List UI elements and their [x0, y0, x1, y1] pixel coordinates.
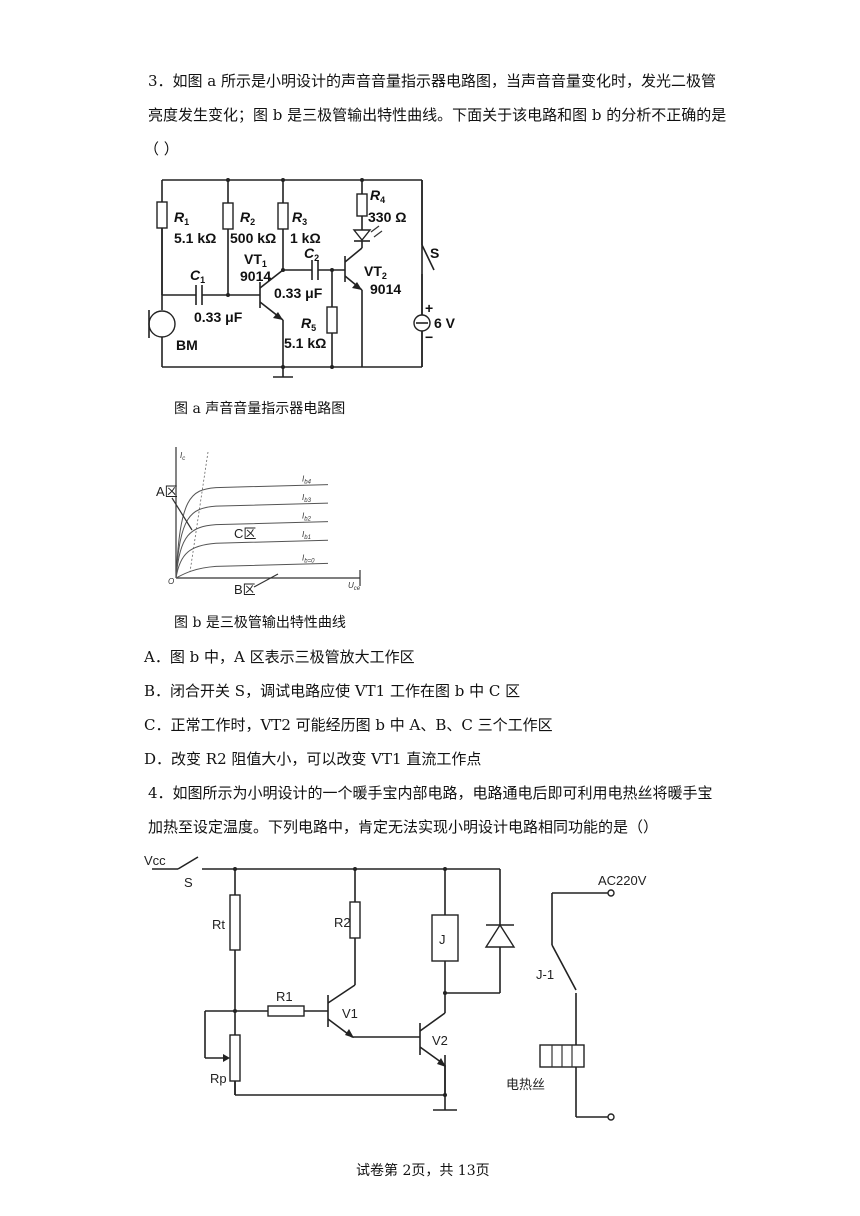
r2-label: R2 — [240, 209, 255, 227]
option-a[interactable]: A．图 b 中，A 区表示三极管放大工作区 — [144, 648, 415, 666]
curve-label-3: Ib1 — [302, 530, 311, 541]
curve-ib-4 — [175, 562, 329, 579]
curve-ib-1 — [175, 502, 329, 579]
r5-label: R5 — [301, 315, 316, 333]
c1-value: 0.33 μF — [194, 309, 243, 325]
heater-label: 电热丝 — [506, 1077, 545, 1092]
c2-label: C2 — [304, 245, 319, 263]
contact-j1-label: J-1 — [536, 967, 554, 982]
q3-line3: （ ） — [144, 140, 179, 158]
curve-label-4: Ib=0 — [302, 553, 315, 564]
q3-line1: 3．如图 a 所示是小明设计的声音音量指示器电路图，当声音音量变化时，发光二极管 — [148, 72, 717, 90]
battery-label: 6 V — [434, 315, 456, 331]
q4-line1: 4．如图所示为小明设计的一个暖手宝内部电路，电路通电后即可利用电热丝将暖手宝 — [148, 784, 713, 802]
ac220v-label: AC220V — [598, 873, 647, 888]
vt1-label: VT1 — [244, 251, 267, 269]
fig-a-caption: 图 a 声音音量指示器电路图 — [174, 401, 346, 417]
vt2-model: 9014 — [370, 281, 401, 297]
region-c-label: C区 — [234, 526, 256, 541]
curve-label-0: Ib4 — [302, 475, 312, 486]
v2-label: V2 — [432, 1033, 448, 1048]
curve-ib-2 — [175, 521, 329, 579]
y-axis-label: Ic — [180, 451, 185, 462]
q3-line2: 亮度发生变化；图 b 是三极管输出特性曲线。下面关于该电路和图 b 的分析不正确… — [148, 106, 727, 124]
x-axis-label: Uce — [348, 581, 361, 592]
fig-b-caption: 图 b 是三极管输出特性曲线 — [174, 615, 346, 631]
curve-label-2: Ib2 — [302, 512, 312, 523]
origin-label: O — [168, 577, 174, 586]
vt2-label: VT2 — [364, 263, 387, 281]
region-b-label: B区 — [234, 582, 256, 597]
r2-value: 500 kΩ — [230, 230, 276, 246]
r4-label: R4 — [370, 187, 385, 205]
curve-ib-3 — [175, 539, 329, 579]
v1-label: V1 — [342, 1006, 358, 1021]
r1-label: R1 — [174, 209, 189, 227]
r3-label: R3 — [292, 209, 307, 227]
r4-value: 330 Ω — [368, 209, 406, 225]
relay-j-label: J — [439, 932, 446, 947]
curve-ib-0 — [175, 484, 329, 579]
option-c[interactable]: C．正常工作时，VT2 可能经历图 b 中 A、B、C 三个工作区 — [144, 716, 553, 734]
switch-s-label-4: S — [184, 875, 193, 890]
r3-value: 1 kΩ — [290, 230, 321, 246]
r1-value: 5.1 kΩ — [174, 230, 216, 246]
c1-label: C1 — [190, 267, 205, 285]
mic-label: BM — [176, 337, 198, 353]
figure-a-circuit: R1 5.1 kΩ R2 500 kΩ R3 1 kΩ R4 330 Ω R5 … — [148, 178, 456, 378]
r2-label-4: R2 — [334, 915, 351, 930]
figure-4-circuit: Vcc S Rt R2 R1 V1 V2 Rp J AC220V J-1 电热丝 — [144, 853, 647, 1121]
q4-line2: 加热至设定温度。下列电路中，肯定无法实现小明设计电路相同功能的是（） — [148, 818, 659, 836]
rt-label: Rt — [212, 917, 225, 932]
curve-label-1: Ib3 — [302, 493, 312, 504]
r1-label-4: R1 — [276, 989, 293, 1004]
option-d[interactable]: D．改变 R2 阻值大小，可以改变 VT1 直流工作点 — [144, 750, 482, 768]
page-footer: 试卷第 2页，共 13页 — [356, 1163, 490, 1179]
vt1-model: 9014 — [240, 268, 271, 284]
option-b[interactable]: B．闭合开关 S，调试电路应使 VT1 工作在图 b 中 C 区 — [144, 682, 521, 700]
battery-minus: − — [425, 329, 433, 345]
c2-value: 0.33 μF — [274, 285, 323, 301]
vcc-label: Vcc — [144, 853, 166, 868]
switch-s-label: S — [430, 245, 439, 261]
rp-label: Rp — [210, 1071, 227, 1086]
region-a-label: A区 — [156, 484, 178, 499]
r5-value: 5.1 kΩ — [284, 335, 326, 351]
battery-plus: + — [425, 300, 433, 316]
